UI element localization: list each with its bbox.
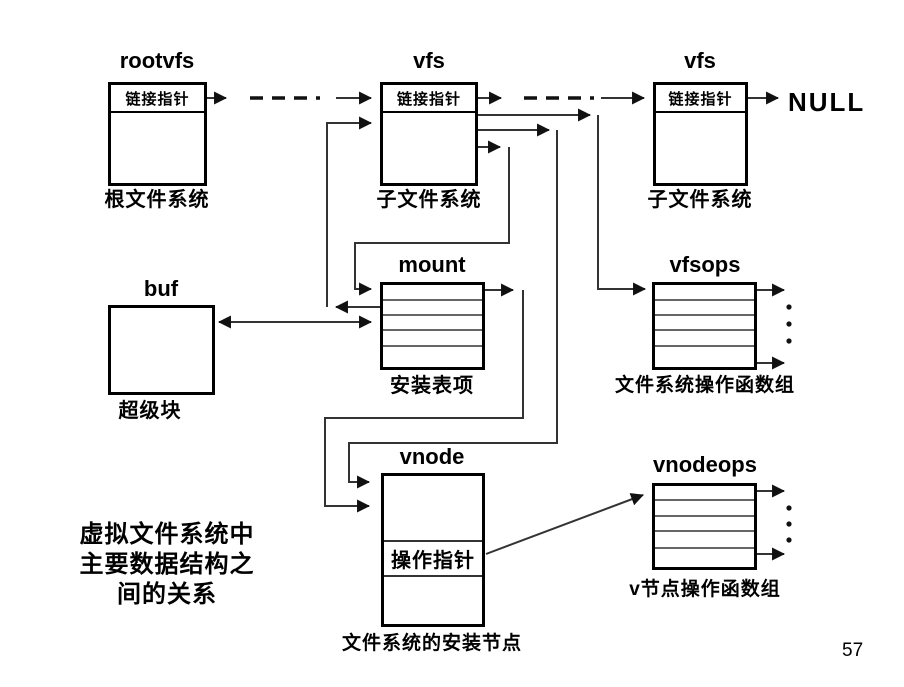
- mount-caption: 安装表项: [390, 375, 474, 397]
- vnodeops-row-line: [655, 530, 754, 532]
- vnode-caption: 文件系统的安装节点: [342, 633, 523, 654]
- page-number: 57: [842, 640, 864, 661]
- edge-vfs1-to-vfsops: [597, 115, 647, 296]
- vfs1-pointer-cell: 链接指针: [383, 85, 475, 113]
- vfsops-box: [652, 282, 757, 370]
- vfsops-title: vfsops: [669, 252, 741, 277]
- mount-title: mount: [398, 252, 466, 277]
- description-line-3: 间的关系: [117, 581, 217, 608]
- vnodeops-box: [652, 483, 757, 570]
- buf-title: buf: [143, 276, 179, 301]
- rootvfs-box: 链接指针: [108, 82, 207, 186]
- vnodeops-title: vnodeops: [653, 452, 757, 477]
- vfs1-box: 链接指针: [380, 82, 478, 186]
- mount-row-line: [383, 299, 482, 301]
- description-line-1: 虚拟文件系统中: [79, 521, 255, 548]
- vfsops-row-line: [655, 314, 754, 316]
- mount-row-line: [383, 345, 482, 347]
- rootvfs-caption: 根文件系统: [104, 189, 210, 211]
- edge-vnode-to-vnodeops: [485, 493, 644, 555]
- vnode-title: vnode: [399, 444, 465, 469]
- edge-mount-to-vnode: [324, 290, 524, 513]
- vnode-pointer-cell: 操作指针: [384, 540, 482, 577]
- vnodeops-caption: v节点操作函数组: [629, 579, 781, 600]
- ellipsis-dots-vnodeops: [786, 505, 792, 543]
- vfsops-row-line: [655, 345, 754, 347]
- vfs1-title: vfs: [413, 48, 445, 73]
- edge-vfs1-to-vnode: [348, 130, 558, 489]
- vfs2-caption: 子文件系统: [647, 189, 753, 211]
- mount-box: [380, 282, 485, 370]
- buf-box: [108, 305, 215, 395]
- diagram-description: 虚拟文件系统中 主要数据结构之 间的关系: [56, 520, 278, 610]
- vnodeops-row-line: [655, 499, 754, 501]
- rootvfs-pointer-cell: 链接指针: [111, 85, 204, 113]
- ellipsis-dots-vfsops: [786, 304, 792, 344]
- mount-row-line: [383, 329, 482, 331]
- vnode-box: 操作指针: [381, 473, 485, 627]
- mount-row-line: [383, 314, 482, 316]
- description-line-2: 主要数据结构之: [79, 551, 255, 578]
- vnodeops-row-line: [655, 547, 754, 549]
- rootvfs-title: rootvfs: [119, 48, 195, 73]
- buf-caption: 超级块: [118, 400, 182, 422]
- edge-vfs1-to-mount: [354, 147, 510, 296]
- vfs2-pointer-cell: 链接指针: [656, 85, 745, 113]
- vnodeops-row-line: [655, 515, 754, 517]
- null-label: NULL: [788, 87, 866, 117]
- vfsops-row-line: [655, 329, 754, 331]
- vfs1-caption: 子文件系统: [376, 189, 482, 211]
- vfsops-caption: 文件系统操作函数组: [615, 375, 796, 396]
- edge-mount-to-vfs1: [326, 116, 373, 307]
- vfsops-row-line: [655, 299, 754, 301]
- vfs2-box: 链接指针: [653, 82, 748, 186]
- vfs2-title: vfs: [684, 48, 716, 73]
